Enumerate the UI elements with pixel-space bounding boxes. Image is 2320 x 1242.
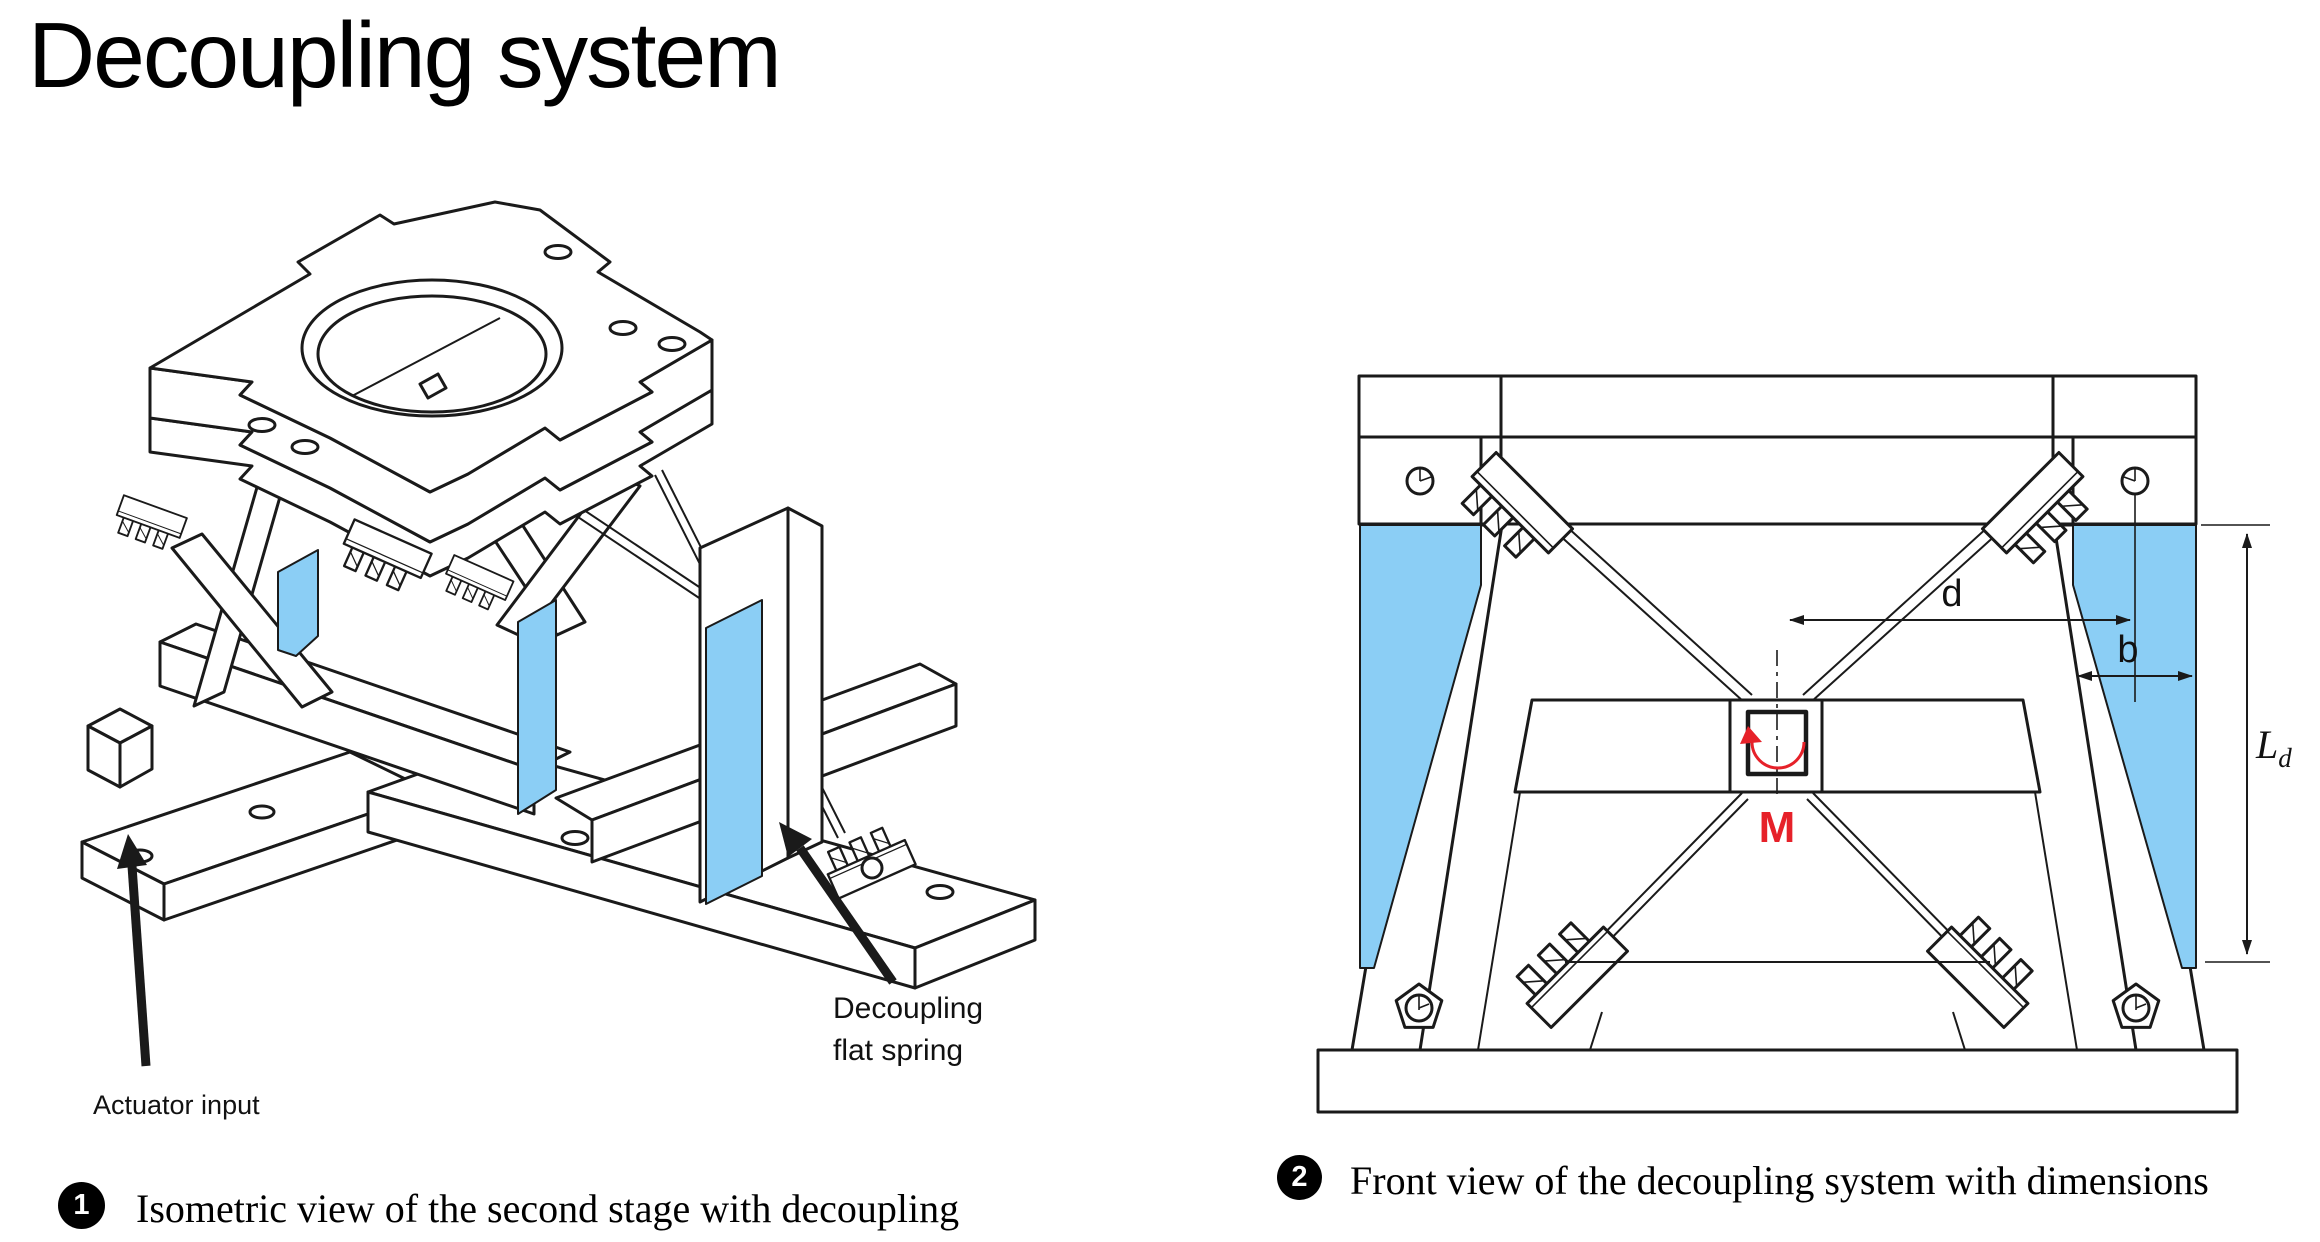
page-title: Decoupling system — [28, 3, 782, 107]
figure2-number: 2 — [1291, 1161, 1308, 1193]
fig1-clamp-blocks — [110, 494, 917, 900]
figure1-caption: Isometric view of the second stage with … — [136, 1186, 960, 1231]
figure2-caption: Front view of the decoupling system with… — [1350, 1158, 2209, 1203]
figure1-isometric-view: Actuator input Decoupling flat spring — [80, 200, 1037, 1120]
fig2-hole-right — [2120, 466, 2150, 496]
dim-b-label: b — [2117, 629, 2138, 671]
fig2-hole-left — [1405, 466, 1435, 496]
fig1-clamp-knob — [860, 856, 884, 880]
fig1-spring-middle — [517, 599, 557, 815]
fig1-flat-springs — [277, 549, 763, 905]
decoupling-spring-label-line1: Decoupling — [833, 992, 983, 1025]
fig2-nut-left — [1394, 982, 1444, 1029]
moment-arc — [1750, 741, 1806, 770]
decoupling-spring-arrow — [779, 822, 897, 985]
fig1-spring-small — [277, 549, 319, 657]
decoupling-spring-label-line2: flat spring — [833, 1034, 963, 1067]
figure1-number-badge: 1 — [58, 1182, 105, 1229]
dim-Ld-sub: d — [2278, 743, 2292, 773]
fig1-actuator-block — [86, 707, 154, 789]
dim-Ld-main: L — [2255, 722, 2278, 767]
actuator-input-arrow — [117, 834, 151, 1067]
moment-arc-arrowhead — [1740, 726, 1762, 744]
fig1-clamp-left — [110, 494, 188, 555]
fig1-top-plate — [148, 200, 714, 578]
fig2-dimensions: d b Ld — [1789, 494, 2292, 963]
fig1-spring-large — [705, 599, 763, 905]
figure2-number-badge: 2 — [1277, 1155, 1322, 1200]
fig2-base-plate — [1316, 1048, 2239, 1114]
fig2-legs — [1350, 523, 2206, 1052]
fig2-flat-springs — [1359, 524, 2197, 969]
moment-label: M — [1759, 803, 1796, 852]
dim-d-label: d — [1941, 573, 1962, 615]
figure2-front-view: M d b — [1316, 374, 2292, 1114]
fig2-center-stage: M — [1513, 650, 2042, 852]
figure1-number: 1 — [73, 1189, 90, 1221]
dim-Ld-label: Ld — [2255, 722, 2292, 773]
actuator-input-label: Actuator input — [93, 1090, 260, 1120]
fig1-clamp-center-small — [438, 554, 515, 616]
fig2-diagonal-struts — [1535, 505, 2020, 955]
fig2-nut-right — [2111, 982, 2161, 1029]
